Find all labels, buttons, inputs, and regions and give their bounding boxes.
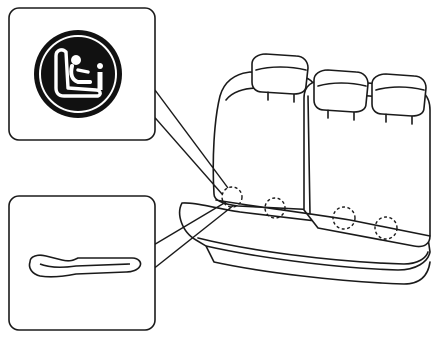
callout-anchor-bar (9, 196, 155, 330)
callout-isofix-symbol (9, 8, 155, 140)
leader-line-top-2 (150, 112, 222, 194)
rear-seat-illustration (180, 54, 430, 284)
child-seat-anchor-symbol-icon (34, 30, 122, 118)
